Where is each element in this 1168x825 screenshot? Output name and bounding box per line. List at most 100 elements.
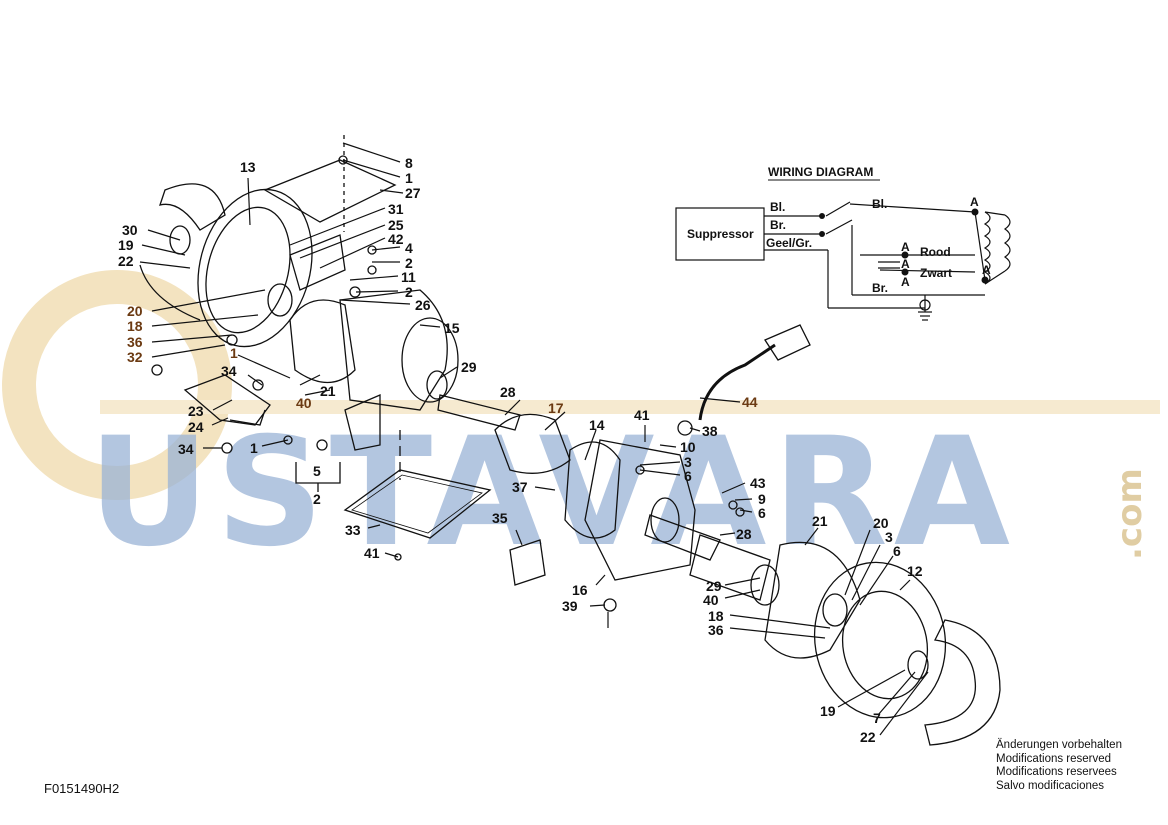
terminal-br-2: Br. (872, 281, 888, 295)
callout-41: 41 (634, 407, 650, 423)
callout-44: 44 (742, 394, 758, 410)
callout-23: 23 (188, 403, 204, 419)
callout-18b: 18 (708, 608, 724, 624)
right-outer-guard (924, 619, 1001, 746)
node-a-4: A (901, 275, 910, 289)
callout-5: 5 (313, 463, 321, 479)
callout-21b: 21 (812, 513, 828, 529)
callout-38: 38 (702, 423, 718, 439)
callout-29: 29 (461, 359, 477, 375)
foot-bracket (183, 374, 271, 426)
callout-12: 12 (907, 563, 923, 579)
callout-41b: 41 (364, 545, 380, 561)
callout-28b: 28 (736, 526, 752, 542)
right-flange-2 (822, 593, 848, 627)
right-motor-housing (584, 439, 696, 581)
callout-1b: 1 (230, 345, 238, 361)
callout-11: 11 (401, 269, 416, 285)
left-flange-2 (267, 283, 293, 317)
note-en: Modifications reserved (996, 752, 1112, 765)
armature-shaft (437, 394, 521, 431)
callout-9: 9 (758, 491, 766, 507)
drawing-code: F0151490H2 (44, 781, 120, 796)
terminal-rood: Rood (920, 245, 951, 259)
terminal-zwart: Zwart (920, 266, 952, 280)
callout-22: 22 (118, 253, 134, 269)
callout-15: 15 (444, 320, 460, 336)
callout-6b: 6 (758, 505, 766, 521)
callout-34b: 34 (178, 441, 194, 457)
note-fr: Modifications reservees (996, 766, 1117, 778)
left-guard (159, 183, 226, 231)
callout-21: 21 (320, 383, 336, 399)
base-plate (343, 469, 492, 539)
callout-16: 16 (572, 582, 588, 598)
callout-2b: 2 (405, 284, 413, 300)
suppressor-label: Suppressor (687, 227, 754, 241)
modification-notice: Änderungen vorbehalten Modifications res… (996, 739, 1122, 793)
note-es: Salvo modificaciones (996, 779, 1105, 792)
callout-19: 19 (118, 237, 134, 253)
callout-24: 24 (188, 419, 204, 435)
node-a-5: A (982, 263, 991, 277)
callout-14: 14 (589, 417, 605, 433)
callout-6: 6 (684, 468, 692, 484)
callout-42: 42 (388, 231, 404, 247)
callout-40: 40 (296, 395, 312, 411)
right-shaft-body (689, 534, 771, 601)
note-de: Änderungen vorbehalten (996, 739, 1122, 751)
callout-2c: 2 (313, 491, 321, 507)
power-cable (698, 343, 776, 421)
field-coil (983, 211, 991, 285)
left-grinding-wheel-inner (205, 206, 291, 334)
callout-30: 30 (122, 222, 138, 238)
watermark-text: USTAVARA (88, 406, 1017, 580)
callout-36: 36 (127, 334, 143, 350)
node-a-3: A (901, 257, 910, 271)
callout-19b: 19 (820, 703, 836, 719)
terminal-br-1: Br. (770, 218, 786, 232)
callout-33: 33 (345, 522, 361, 538)
bearing-29 (426, 370, 448, 400)
wiring-title: WIRING DIAGRAM (768, 165, 873, 179)
tool-rest (263, 159, 397, 223)
stator (564, 441, 621, 539)
field-coil-2 (1003, 214, 1011, 272)
callout-10: 10 (680, 439, 696, 455)
callout-37: 37 (512, 479, 528, 495)
motor-housing (339, 289, 448, 411)
callout-25: 25 (388, 217, 404, 233)
switch (509, 539, 546, 586)
terminal-geel-gr: Geel/Gr. (766, 236, 812, 250)
callout-34: 34 (221, 363, 237, 379)
right-flange (907, 650, 929, 680)
callout-35: 35 (492, 510, 508, 526)
right-grinding-wheel-inner (841, 590, 929, 700)
terminal-bl-1: Bl. (770, 200, 785, 214)
node-a-1: A (970, 195, 979, 209)
callout-29b: 29 (706, 578, 722, 594)
left-guard-lower (139, 264, 201, 321)
callout-20b: 20 (873, 515, 889, 531)
callout-7: 7 (873, 710, 881, 726)
callout-17: 17 (548, 400, 564, 416)
armature (494, 413, 571, 474)
terminal-bl-2: Bl. (872, 197, 887, 211)
callout-39: 39 (562, 598, 578, 614)
callout-4: 4 (405, 240, 413, 256)
callout-40b: 40 (703, 592, 719, 608)
callout-27: 27 (405, 185, 421, 201)
callout-18: 18 (127, 318, 143, 334)
right-shaft (644, 514, 721, 561)
callout-36b: 36 (708, 622, 724, 638)
callout-28: 28 (500, 384, 516, 400)
wiring-diagram (675, 201, 1011, 321)
callouts: 8 1 27 13 31 25 42 4 2 11 2 26 15 30 19 … (118, 155, 923, 745)
callout-20: 20 (127, 303, 143, 319)
left-housing (289, 299, 356, 383)
callout-22b: 22 (860, 729, 876, 745)
callout-1c: 1 (250, 440, 258, 456)
callout-26: 26 (415, 297, 431, 313)
left-grinding-wheel (197, 188, 313, 348)
